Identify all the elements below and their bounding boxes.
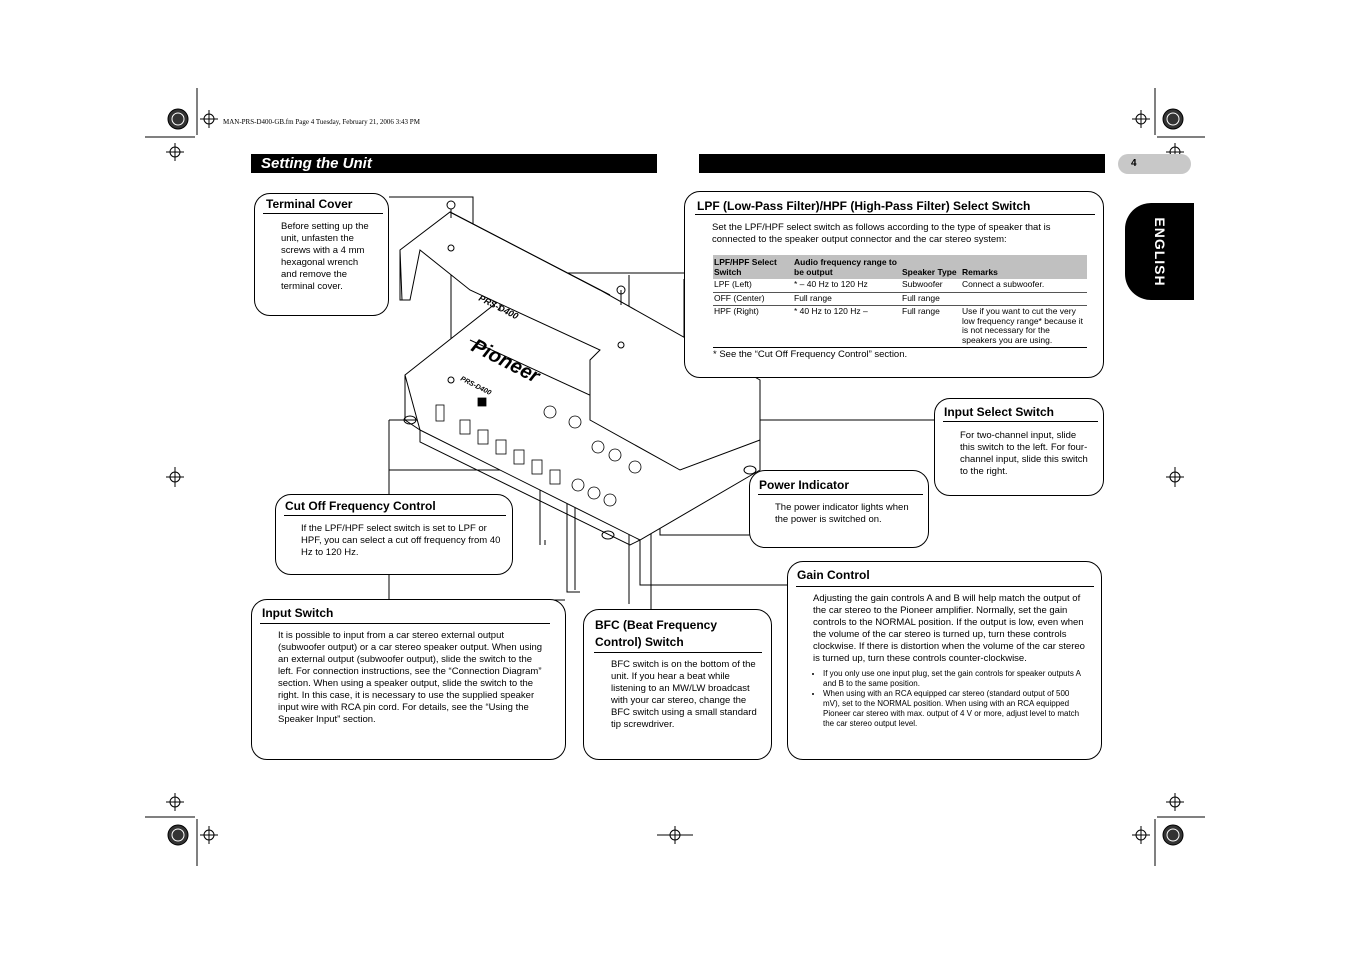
table-row: HPF (Right) * 40 Hz to 120 Hz – Full ran…: [713, 305, 1087, 348]
divider: [758, 494, 923, 495]
table-cell: Full range: [901, 305, 961, 348]
crosshair-mark-icon: [1166, 467, 1184, 487]
list-item: If you only use one input plug, set the …: [823, 669, 1088, 689]
table-cell: Full range: [793, 292, 901, 306]
crosshair-mark-icon: [1132, 110, 1150, 128]
table-header-cell: Remarks: [961, 255, 1087, 279]
lpf-hpf-table: LPF/HPF Select Switch Audio frequency ra…: [713, 255, 1087, 348]
crosshair-mark-icon: [166, 143, 184, 161]
divider: [263, 213, 383, 214]
language-tab: ENGLISH: [1125, 203, 1194, 300]
power-indicator-box: Power Indicator The power indicator ligh…: [749, 470, 929, 548]
crosshair-mark-icon: [167, 108, 189, 130]
input-switch-body: It is possible to input from a car stere…: [278, 630, 543, 725]
divider: [695, 214, 1095, 215]
divider: [284, 515, 506, 516]
table-cell: Use if you want to cut the very low freq…: [961, 305, 1087, 348]
bfc-box: BFC (Beat Frequency Control) Switch BFC …: [583, 609, 772, 760]
terminal-cover-box: Terminal Cover Before setting up the uni…: [254, 193, 389, 316]
table-cell: [961, 292, 1087, 306]
file-info-line: MAN-PRS-D400-GB.fm Page 4 Tuesday, Febru…: [223, 118, 420, 126]
table-cell: * – 40 Hz to 120 Hz: [793, 279, 901, 293]
bfc-title: BFC (Beat Frequency Control) Switch: [595, 618, 718, 649]
table-row: OFF (Center) Full range Full range: [713, 292, 1087, 306]
lpf-hpf-intro: Set the LPF/HPF select switch as follows…: [712, 222, 1051, 245]
lpf-hpf-footnote: * See the “Cut Off Frequency Control” se…: [713, 349, 908, 360]
divider: [260, 623, 550, 624]
input-switch-box: Input Switch It is possible to input fro…: [251, 599, 566, 760]
crosshair-mark-icon: [1162, 108, 1184, 130]
page-number: 4: [1118, 154, 1191, 174]
gain-body: Adjusting the gain controls A and B will…: [813, 593, 1085, 664]
crosshair-mark-icon: [200, 826, 218, 844]
crosshair-mark-icon: [166, 467, 184, 487]
table-cell: * 40 Hz to 120 Hz –: [793, 305, 901, 348]
title-bar-right: [699, 154, 1105, 173]
table-cell: Full range: [901, 292, 961, 306]
crosshair-mark-icon: [166, 793, 184, 811]
power-indicator-title: Power Indicator: [759, 478, 850, 492]
table-cell: HPF (Right): [713, 305, 793, 348]
crosshair-mark-icon: [167, 824, 189, 846]
divider: [594, 652, 762, 653]
crosshair-mark-icon: [657, 826, 693, 844]
table-row: LPF (Left) * – 40 Hz to 120 Hz Subwoofer…: [713, 279, 1087, 293]
cutoff-body: If the LPF/HPF select switch is set to L…: [301, 523, 501, 558]
crosshair-mark-icon: [1162, 824, 1184, 846]
bfc-body: BFC switch is on the bottom of the unit.…: [611, 659, 757, 730]
cutoff-title: Cut Off Frequency Control: [285, 499, 436, 513]
lpf-hpf-box: LPF (Low-Pass Filter)/HPF (High-Pass Fil…: [684, 191, 1104, 378]
divider: [796, 586, 1094, 587]
gain-title: Gain Control: [797, 568, 870, 582]
table-header-cell: LPF/HPF Select Switch: [713, 255, 793, 279]
input-switch-title: Input Switch: [262, 606, 334, 620]
divider: [943, 421, 1098, 422]
crosshair-mark-icon: [1166, 793, 1184, 811]
list-item: When using with an RCA equipped car ster…: [823, 689, 1088, 729]
section-title: Setting the Unit: [251, 154, 657, 173]
terminal-cover-body: Before setting up the unit, unfasten the…: [281, 221, 369, 292]
input-select-box: Input Select Switch For two-channel inpu…: [934, 398, 1104, 496]
terminal-cover-title: Terminal Cover: [266, 197, 353, 211]
lpf-hpf-title: LPF (Low-Pass Filter)/HPF (High-Pass Fil…: [697, 199, 1031, 213]
table-cell: OFF (Center): [713, 292, 793, 306]
table-header-cell: Speaker Type: [901, 255, 961, 279]
gain-control-box: Gain Control Adjusting the gain controls…: [787, 561, 1102, 760]
gain-bullets: If you only use one input plug, set the …: [813, 669, 1088, 729]
table-cell: Subwoofer: [901, 279, 961, 293]
input-select-body: For two-channel input, slide this switch…: [960, 430, 1088, 477]
gain-content: Adjusting the gain controls A and B will…: [813, 593, 1088, 729]
cutoff-box: Cut Off Frequency Control If the LPF/HPF…: [275, 494, 513, 575]
crosshair-mark-icon: [200, 110, 218, 128]
table-cell: LPF (Left): [713, 279, 793, 293]
power-indicator-body: The power indicator lights when the powe…: [775, 502, 909, 525]
table-header-cell: Audio frequency range to be output: [793, 255, 901, 279]
input-select-title: Input Select Switch: [944, 405, 1055, 419]
crosshair-mark-icon: [1132, 826, 1150, 844]
table-cell: Connect a subwoofer.: [961, 279, 1087, 293]
